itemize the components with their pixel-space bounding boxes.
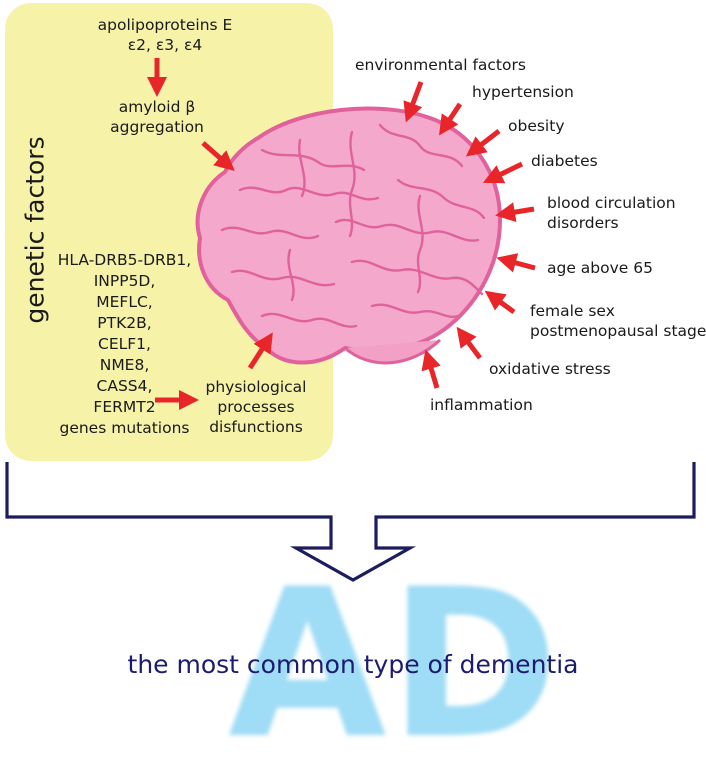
physiological-label: physiological processes disfunctions: [205, 378, 307, 436]
inflammation-label: inflammation: [430, 396, 533, 414]
obesity-label: obesity: [508, 117, 565, 135]
arrow-amyloid-to-brain: [201, 141, 235, 171]
environmental-factors-label: environmental factors: [355, 56, 526, 74]
arrow-physio-to-brain: [247, 332, 273, 370]
convergence-bracket: [5, 462, 696, 582]
genetic-arrows: [147, 58, 273, 410]
gene-item: HLA-DRB5-DRB1,: [57, 251, 192, 269]
arrow-hypertension: [439, 102, 463, 136]
arrow-oxidative: [456, 326, 482, 360]
gene-item: PTK2B,: [97, 314, 152, 332]
gene-item: genes mutations: [59, 419, 190, 437]
ad-letters: AD: [228, 546, 561, 784]
age-label: age above 65: [547, 259, 653, 277]
arrow-diabetes: [482, 161, 524, 184]
arrow-female: [484, 290, 516, 315]
arrow-inflammation: [421, 349, 441, 389]
gene-item: CASS4,: [96, 377, 153, 395]
apoe-label: apolipoproteins E ε2, ε3, ε4: [97, 16, 233, 54]
dementia-tagline: the most common type of dementia: [127, 650, 579, 679]
gene-mutation-list: HLA-DRB5-DRB1, INPP5D, MEFLC, PTK2B, CEL…: [52, 250, 197, 439]
female-sex-label: female sex postmenopausal stage: [530, 302, 706, 340]
arrow-environmental: [403, 81, 424, 123]
gene-item: MEFLC,: [96, 293, 153, 311]
blood-circulation-label: blood circulation disorders: [547, 194, 676, 232]
arrow-obesity: [465, 129, 501, 157]
brain-illustration: [195, 106, 503, 365]
gene-item: INPP5D,: [93, 272, 156, 290]
diagram-graphics: [5, 58, 696, 582]
gene-item: CELF1,: [98, 335, 151, 353]
arrow-age: [496, 253, 536, 273]
hypertension-label: hypertension: [472, 83, 574, 101]
oxidative-stress-label: oxidative stress: [489, 360, 611, 378]
amyloid-label: amyloid β aggregation: [110, 98, 204, 136]
risk-arrows: [403, 81, 536, 389]
gene-item: NME8,: [99, 356, 150, 374]
arrow-blood: [495, 202, 535, 223]
diabetes-label: diabetes: [531, 152, 598, 170]
gene-item: FERMT2: [93, 398, 156, 416]
